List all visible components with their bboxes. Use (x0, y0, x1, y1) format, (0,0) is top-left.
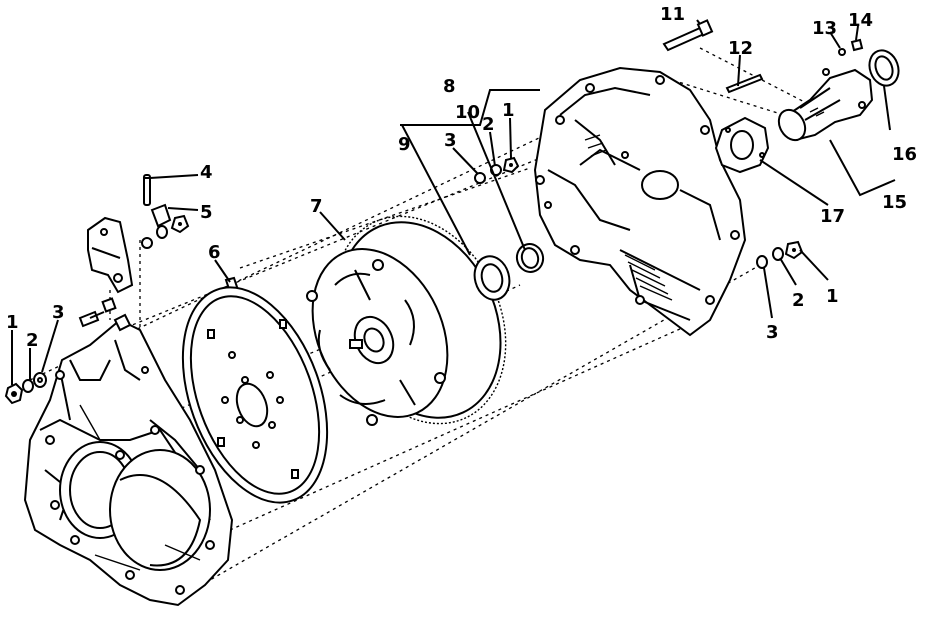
callout-8: 8 (443, 76, 456, 97)
flexplate (181, 286, 329, 504)
extension-housing (777, 68, 874, 142)
gasket-17 (714, 116, 770, 174)
callout-12: 12 (728, 38, 753, 59)
mount-bracket (78, 216, 134, 332)
callout-10: 10 (455, 102, 480, 123)
leader-lines (11, 19, 896, 385)
callout-3-right: 3 (766, 322, 779, 343)
callout-9: 9 (398, 134, 411, 155)
parts-4-5 (141, 174, 190, 249)
callout-2-upper: 2 (482, 114, 495, 135)
callout-2-right: 2 (792, 290, 805, 311)
rear-seal-and-vent (838, 38, 900, 87)
callout-3-left: 3 (52, 302, 65, 323)
transmission-case (533, 66, 747, 337)
right-nut-washer-group (756, 240, 804, 269)
callout-4: 4 (200, 162, 213, 183)
callout-14: 14 (848, 10, 873, 31)
callout-13: 13 (812, 18, 837, 39)
callout-3-upper: 3 (444, 130, 457, 151)
adapter-plate (23, 318, 234, 607)
callout-2-left: 2 (26, 330, 39, 351)
callout-11: 11 (660, 4, 685, 25)
bolt-11-pin-12 (662, 19, 764, 94)
callout-1-upper: 1 (502, 100, 515, 121)
callout-labels: 1 2 3 4 5 6 7 8 9 10 3 2 1 11 12 13 14 1… (6, 4, 917, 351)
callout-6: 6 (208, 242, 221, 263)
seal-and-bushing (473, 243, 545, 301)
callout-7: 7 (310, 196, 323, 217)
callout-16: 16 (892, 144, 917, 165)
callout-1-left: 1 (6, 312, 19, 333)
callout-5: 5 (200, 202, 213, 223)
callout-1-right: 1 (826, 286, 839, 307)
left-nut-washer-group (4, 372, 47, 405)
callout-17: 17 (820, 206, 845, 227)
callout-15: 15 (882, 192, 907, 213)
